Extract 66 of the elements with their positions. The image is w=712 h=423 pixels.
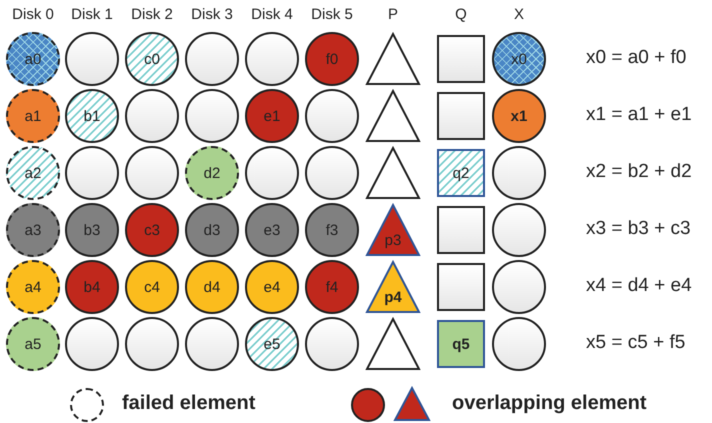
column-header: X bbox=[514, 6, 524, 23]
parity-triangle bbox=[365, 317, 421, 371]
result-circle bbox=[492, 203, 546, 257]
parity-square bbox=[437, 263, 485, 311]
data-circle: a1 bbox=[6, 89, 60, 143]
data-circle bbox=[185, 89, 239, 143]
equation: x0 = a0 + f0 bbox=[586, 47, 686, 69]
parity-triangle bbox=[365, 146, 421, 200]
parity-square: q5 bbox=[437, 320, 485, 368]
equation: x1 = a1 + e1 bbox=[586, 104, 692, 126]
data-circle: c4 bbox=[125, 260, 179, 314]
data-circle bbox=[65, 32, 119, 86]
parity-square bbox=[437, 92, 485, 140]
data-circle bbox=[185, 32, 239, 86]
column-header: Disk 1 bbox=[71, 6, 113, 23]
data-circle: e3 bbox=[245, 203, 299, 257]
parity-triangle: p3 bbox=[365, 203, 421, 257]
data-circle bbox=[125, 317, 179, 371]
data-circle bbox=[185, 317, 239, 371]
data-circle bbox=[125, 89, 179, 143]
equation: x3 = b3 + c3 bbox=[586, 218, 691, 240]
data-circle bbox=[245, 32, 299, 86]
equation: x4 = d4 + e4 bbox=[586, 275, 692, 297]
data-circle: d3 bbox=[185, 203, 239, 257]
data-circle bbox=[125, 146, 179, 200]
data-circle: f3 bbox=[305, 203, 359, 257]
data-circle bbox=[65, 146, 119, 200]
data-circle: b4 bbox=[65, 260, 119, 314]
data-circle bbox=[305, 317, 359, 371]
parity-triangle bbox=[365, 32, 421, 86]
column-header: Disk 0 bbox=[12, 6, 54, 23]
data-circle: a3 bbox=[6, 203, 60, 257]
parity-triangle bbox=[365, 89, 421, 143]
data-circle: c3 bbox=[125, 203, 179, 257]
column-header: Disk 4 bbox=[251, 6, 293, 23]
result-circle bbox=[492, 146, 546, 200]
data-circle: d2 bbox=[185, 146, 239, 200]
equation: x5 = c5 + f5 bbox=[586, 332, 686, 354]
data-circle: b3 bbox=[65, 203, 119, 257]
data-circle: a4 bbox=[6, 260, 60, 314]
legend-label: overlapping element bbox=[452, 392, 646, 415]
data-circle bbox=[305, 146, 359, 200]
result-circle: x0 bbox=[492, 32, 546, 86]
column-header: Disk 2 bbox=[131, 6, 173, 23]
result-circle bbox=[492, 317, 546, 371]
data-circle: e1 bbox=[245, 89, 299, 143]
column-header: P bbox=[388, 6, 398, 23]
result-circle: x1 bbox=[492, 89, 546, 143]
parity-square bbox=[437, 206, 485, 254]
legend-label: failed element bbox=[122, 392, 256, 415]
column-header: Disk 5 bbox=[311, 6, 353, 23]
data-circle bbox=[305, 89, 359, 143]
column-header: Q bbox=[455, 6, 467, 23]
parity-square bbox=[437, 35, 485, 83]
data-circle: d4 bbox=[185, 260, 239, 314]
data-circle: f0 bbox=[305, 32, 359, 86]
parity-triangle: p4 bbox=[365, 260, 421, 314]
data-circle: a0 bbox=[6, 32, 60, 86]
column-header: Disk 3 bbox=[191, 6, 233, 23]
data-circle: f4 bbox=[305, 260, 359, 314]
data-circle bbox=[65, 317, 119, 371]
data-circle: e4 bbox=[245, 260, 299, 314]
equation: x2 = b2 + d2 bbox=[586, 161, 692, 183]
result-circle bbox=[492, 260, 546, 314]
data-circle: a5 bbox=[6, 317, 60, 371]
data-circle bbox=[245, 146, 299, 200]
